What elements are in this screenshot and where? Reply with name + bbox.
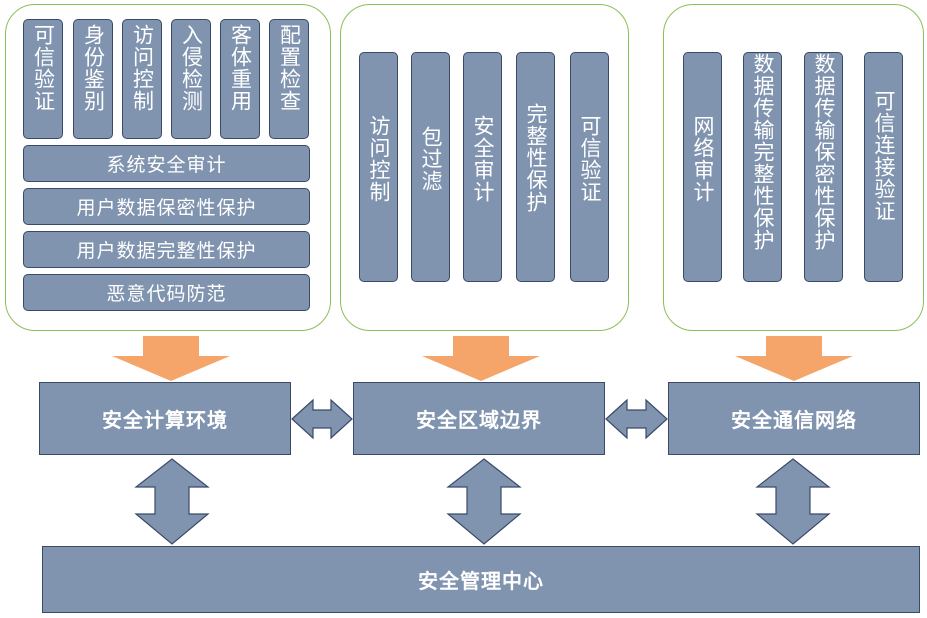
network-item-transfer-integrity: 数据传输完整性保护 [743,52,782,282]
compute-item-config-check: 配置检查 [269,19,309,139]
boundary-item-access-control: 访问控制 [359,52,398,282]
compute-item-intrusion-detection: 入侵检测 [171,19,211,139]
compute-item-data-confidentiality: 用户数据保密性保护 [23,188,310,225]
compute-item-malware-prevention: 恶意代码防范 [23,274,310,311]
compute-item-system-audit: 系统安全审计 [23,145,310,182]
boundary-item-security-audit: 安全审计 [463,52,502,282]
compute-item-access-control: 访问控制 [122,19,162,139]
double-arrow-network-mgmt [755,458,831,545]
main-block-management-center: 安全管理中心 [42,546,920,613]
compute-item-identity-authentication: 身份鉴别 [73,19,113,139]
boundary-item-packet-filter: 包过滤 [411,52,450,282]
main-block-region-boundary: 安全区域边界 [353,382,605,455]
down-arrow-compute [112,336,230,381]
double-arrow-boundary-mgmt [446,458,522,545]
double-arrow-compute-mgmt [134,458,210,545]
double-arrow-compute-boundary [291,398,353,440]
down-arrow-network [735,336,853,381]
compute-environment-panel: 可信验证 身份鉴别 访问控制 入侵检测 客体重用 配置检查 系统安全审计 用户数… [5,4,331,331]
network-item-network-audit: 网络审计 [683,52,722,282]
double-arrow-boundary-network [605,398,668,440]
compute-item-data-integrity: 用户数据完整性保护 [23,231,310,268]
compute-item-trusted-verification: 可信验证 [23,19,63,139]
compute-item-object-reuse: 客体重用 [220,19,260,139]
network-item-trusted-connection: 可信连接验证 [864,52,903,282]
region-boundary-panel: 访问控制 包过滤 安全审计 完整性保护 可信验证 [340,4,629,331]
boundary-item-integrity-protection: 完整性保护 [516,52,555,282]
main-block-comm-network: 安全通信网络 [668,382,920,455]
comm-network-panel: 网络审计 数据传输完整性保护 数据传输保密性保护 可信连接验证 [663,4,924,331]
main-block-compute-environment: 安全计算环境 [39,382,291,455]
down-arrow-boundary [422,336,540,381]
boundary-item-trusted-verification: 可信验证 [570,52,609,282]
network-item-transfer-confidentiality: 数据传输保密性保护 [804,52,843,282]
